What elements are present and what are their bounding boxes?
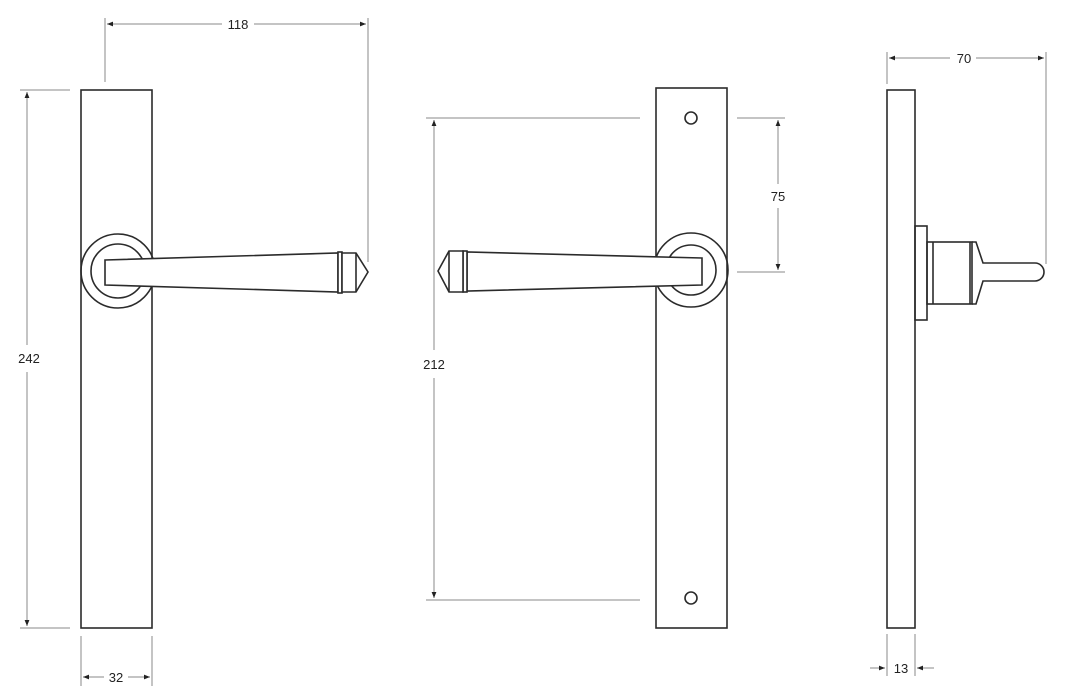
backplate-edge [886, 89, 916, 629]
dim-height-label: 242 [18, 351, 40, 366]
backplate [655, 87, 728, 629]
backplate [80, 89, 153, 629]
dim-spindle-offset-label: 75 [771, 189, 785, 204]
side-view: 70 13 [870, 51, 1047, 676]
rear-view-fixing: 212 75 [423, 87, 785, 629]
lever-arm [104, 252, 339, 293]
fixing-hole-bottom [684, 591, 698, 605]
dim-fixing-centres-label: 212 [423, 357, 445, 372]
fixing-hole-top [684, 111, 698, 125]
dim-thickness-label: 13 [894, 661, 908, 676]
dim-projection-label: 118 [228, 17, 249, 32]
rose-base [914, 225, 928, 321]
dim-depth-label: 70 [957, 51, 971, 66]
front-view-left: 118 242 32 [18, 17, 369, 686]
rose-body [926, 241, 973, 305]
lever-tip [341, 252, 369, 293]
dim-width-label: 32 [109, 670, 123, 685]
lever-tip [437, 250, 464, 293]
lever-arm [466, 251, 703, 292]
lever-neck [972, 241, 1045, 305]
